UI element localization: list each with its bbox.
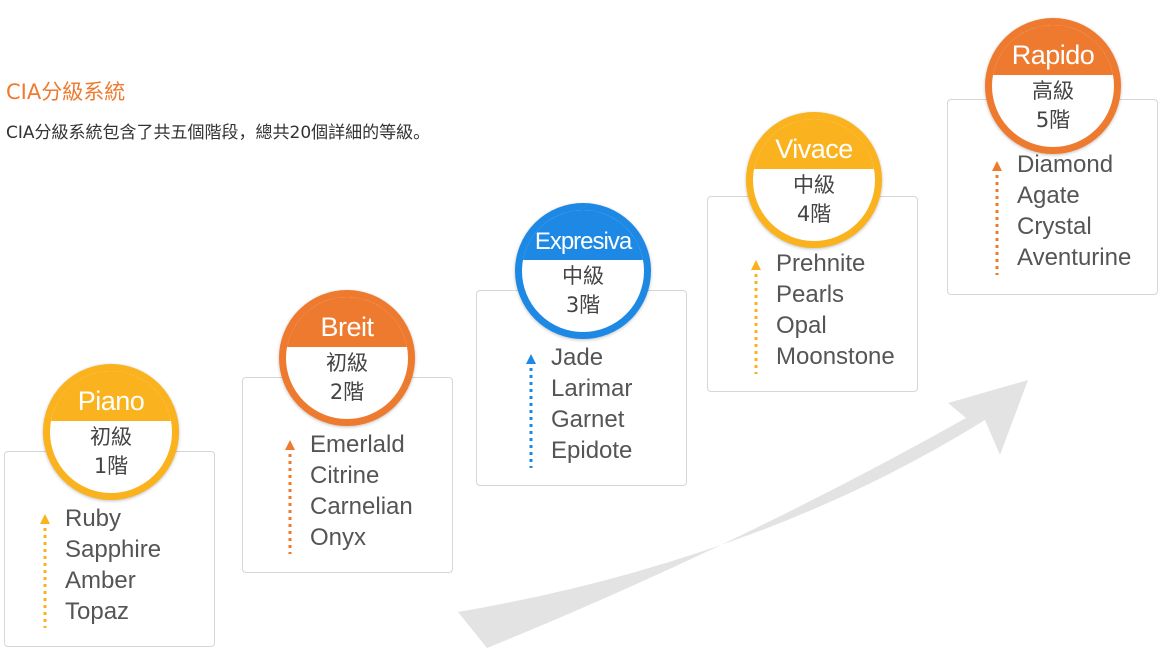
gem-item: Opal <box>776 312 827 339</box>
gem-list-rapido: Diamond Agate Crystal Aventurine <box>1017 149 1131 273</box>
gem-item: Ruby <box>65 505 122 532</box>
level-name: Expresiva <box>522 210 644 260</box>
level-stage: 5階 <box>1035 108 1071 132</box>
up-arrow-icon <box>526 354 536 468</box>
level-tier: 高級 <box>1032 79 1074 103</box>
gem-item: Jade <box>551 344 604 371</box>
gem-item: Amber <box>65 567 136 594</box>
gem-item: Agate <box>1017 182 1080 209</box>
up-arrow-icon <box>992 161 1002 275</box>
page-title: CIA分級系統 <box>6 80 126 104</box>
gem-item: Onyx <box>310 524 367 551</box>
level-name: Rapido <box>992 25 1114 75</box>
gem-item: Moonstone <box>776 343 895 370</box>
gem-item: Citrine <box>310 462 380 489</box>
level-stage: 4階 <box>796 202 832 226</box>
level-badge-rapido: Rapido 高級 5階 <box>985 18 1121 154</box>
gem-item: Crystal <box>1017 213 1092 240</box>
gem-item: Larimar <box>551 375 633 402</box>
growth-trend-arrow-shape <box>458 380 1028 648</box>
level-badge-expresiva: Expresiva 中級 3階 <box>515 203 651 339</box>
gem-item: Aventurine <box>1017 244 1132 271</box>
level-tier: 初級 <box>326 351 368 375</box>
gem-item: Pearls <box>776 281 845 308</box>
gem-list-expresiva: Jade Larimar Garnet Epidote <box>551 342 632 466</box>
level-stage: 1階 <box>93 454 129 478</box>
gem-item: Prehnite <box>776 250 866 277</box>
gem-item: Emerlald <box>310 431 405 458</box>
level-name: Vivace <box>753 119 875 169</box>
level-badge-vivace: Vivace 中級 4階 <box>746 112 882 248</box>
page-subtitle: CIA分級系統包含了共五個階段，總共20個詳細的等級。 <box>6 123 431 143</box>
gem-item: Garnet <box>551 406 625 433</box>
up-arrow-icon <box>40 514 50 628</box>
gem-item: Epidote <box>551 437 633 464</box>
level-badge-piano: Piano 初級 1階 <box>43 364 179 500</box>
level-name: Breit <box>286 297 408 347</box>
level-badge-breit: Breit 初級 2階 <box>279 290 415 426</box>
up-arrow-icon <box>285 440 295 554</box>
level-tier: 初級 <box>90 425 132 449</box>
up-arrow-icon <box>751 260 761 374</box>
level-tier: 中級 <box>562 264 604 288</box>
gem-list-piano: Ruby Sapphire Amber Topaz <box>65 503 161 627</box>
gem-list-vivace: Prehnite Pearls Opal Moonstone <box>776 248 895 372</box>
level-name: Piano <box>50 371 172 421</box>
level-stage: 3階 <box>565 293 601 317</box>
gem-item: Diamond <box>1017 151 1114 178</box>
gem-list-breit: Emerlald Citrine Carnelian Onyx <box>310 429 413 553</box>
level-stage: 2階 <box>329 380 365 404</box>
gem-item: Carnelian <box>310 493 413 520</box>
level-tier: 中級 <box>793 173 835 197</box>
gem-item: Sapphire <box>65 536 162 563</box>
gem-item: Topaz <box>65 598 130 625</box>
